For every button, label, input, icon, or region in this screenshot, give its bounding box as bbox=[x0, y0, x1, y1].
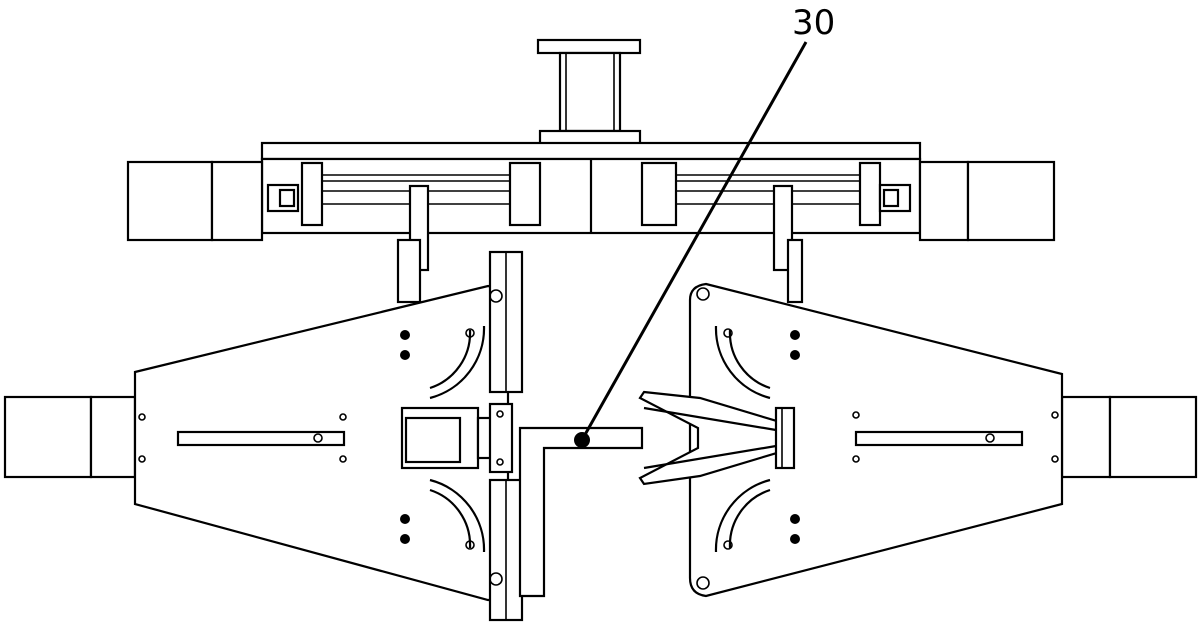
left-clamp-plate bbox=[133, 250, 524, 622]
callout-dot bbox=[574, 432, 590, 448]
right-gripper bbox=[638, 390, 796, 486]
rail-frame bbox=[260, 141, 922, 235]
side-left-motor bbox=[3, 395, 137, 479]
callout-label: 30 bbox=[792, 3, 835, 43]
right-clamp-plate bbox=[688, 282, 1064, 598]
hangers bbox=[396, 184, 804, 304]
left-jaw bbox=[400, 402, 514, 474]
side-right-motor bbox=[1060, 395, 1198, 479]
callout-30: 30 bbox=[574, 3, 835, 448]
top-mount bbox=[536, 38, 642, 146]
center-bracket bbox=[518, 426, 644, 598]
top-right-motor bbox=[918, 160, 1056, 242]
top-left-motor bbox=[126, 160, 264, 242]
